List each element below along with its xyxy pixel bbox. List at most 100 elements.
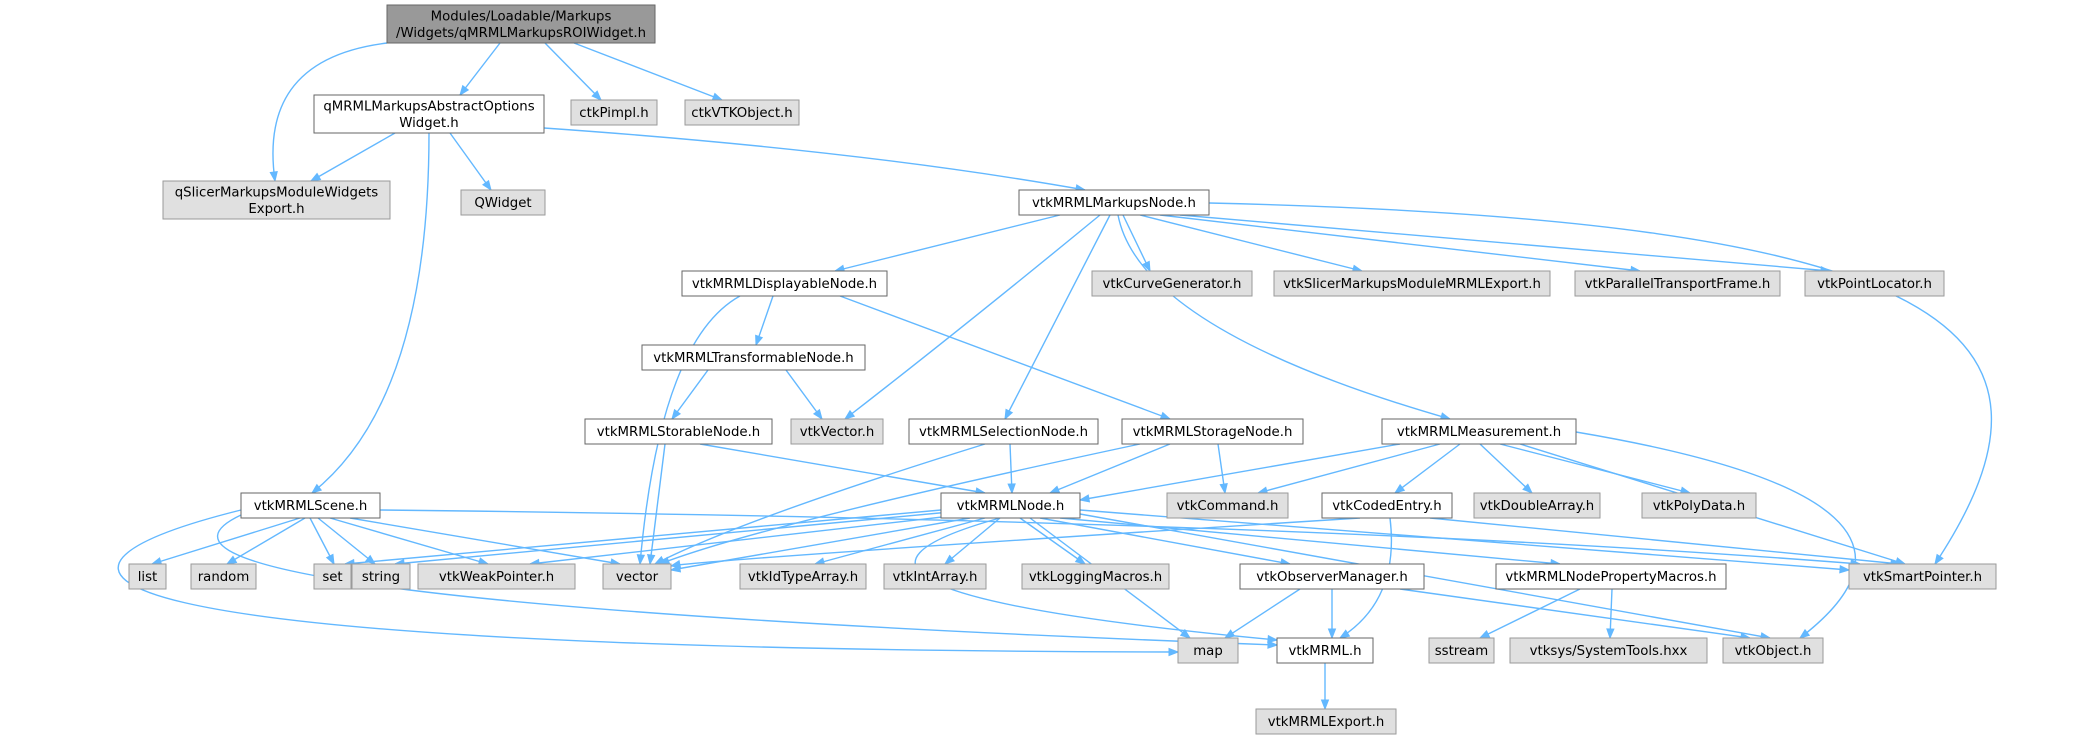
node-intArray: vtkIntArray.h: [883, 563, 987, 590]
edge-arrowhead: [1159, 411, 1172, 420]
edge-arrowhead: [1478, 630, 1491, 639]
node-box: [1018, 189, 1210, 216]
node-root[interactable]: Modules/Loadable/Markups/Widgets/qMRMLMa…: [386, 4, 656, 44]
edge-transformable-to-storable: [671, 369, 709, 421]
edge-propMacros-to-sstream: [1478, 588, 1581, 639]
node-curveGen: vtkCurveGenerator.h: [1091, 270, 1253, 297]
node-storable[interactable]: vtkMRMLStorableNode.h: [584, 418, 773, 445]
node-box: [883, 563, 987, 590]
edge-arrowhead: [325, 553, 335, 566]
node-label: vtkMRMLTransformableNode.h: [653, 351, 854, 366]
edge-arrowhead: [1393, 483, 1406, 494]
edge-arrowhead: [1267, 634, 1279, 644]
node-observer[interactable]: vtkObserverManager.h: [1239, 563, 1425, 590]
node-label: vtkMRMLMeasurement.h: [1397, 425, 1561, 440]
node-map: map: [1177, 637, 1239, 664]
node-mrmlExport: vtkMRMLExport.h: [1255, 708, 1397, 735]
node-label: list: [138, 570, 158, 585]
node-markupsNode[interactable]: vtkMRMLMarkupsNode.h: [1018, 189, 1210, 216]
node-mrmlNode[interactable]: vtkMRMLNode.h: [940, 492, 1081, 519]
edge-arrowhead: [1168, 647, 1180, 657]
edge-abstract-to-qSlicerExport: [309, 132, 396, 182]
node-displayable[interactable]: vtkMRMLDisplayableNode.h: [681, 270, 888, 297]
edge-arrowhead: [1934, 553, 1944, 566]
node-box: [351, 563, 411, 590]
node-box: [790, 418, 884, 445]
node-label: vtkCommand.h: [1177, 499, 1279, 514]
node-box: [1495, 563, 1727, 590]
edge-line: [834, 214, 1061, 272]
edge-abstract-to-scene: [310, 132, 430, 494]
node-storage[interactable]: vtkMRMLStorageNode.h: [1121, 418, 1304, 445]
node-label: ctkPimpl.h: [579, 106, 648, 121]
edge-scene-to-list: [150, 517, 301, 566]
edge-arrowhead: [1142, 260, 1151, 273]
node-label: sstream: [1435, 644, 1489, 659]
edges-layer: [117, 42, 1993, 711]
edge-mrmlNode-to-intArray: [943, 517, 1001, 565]
nodes-layer: Modules/Loadable/Markups/Widgets/qMRMLMa…: [128, 4, 1997, 735]
node-box: [1321, 492, 1453, 519]
edge-storage-to-vtkCommand: [1217, 443, 1228, 495]
edge-line: [1208, 202, 1993, 565]
node-label: vtkMRMLExport.h: [1268, 715, 1385, 730]
edge-line: [814, 517, 986, 565]
node-QWidget: QWidget: [460, 189, 546, 216]
edge-line: [1159, 214, 1641, 272]
node-parallel: vtkParallelTransportFrame.h: [1574, 270, 1781, 297]
edge-arrowhead: [1179, 628, 1192, 639]
node-scene[interactable]: vtkMRMLScene.h: [240, 492, 381, 519]
edge-arrowhead: [812, 408, 823, 421]
node-vector: vector: [602, 563, 672, 590]
node-box: [908, 418, 1099, 445]
node-box: [1091, 270, 1253, 297]
edge-line: [639, 295, 741, 565]
edge-arrowhead: [1074, 555, 1087, 565]
edge-line: [272, 42, 388, 182]
edge-observer-to-map: [1223, 588, 1301, 639]
edge-line: [216, 514, 1278, 646]
node-propMacros[interactable]: vtkMRMLNodePropertyMacros.h: [1495, 563, 1727, 590]
edge-abstract-to-markupsNode: [543, 127, 1087, 193]
edge-line: [944, 517, 1001, 565]
node-label: QWidget: [474, 196, 531, 211]
node-box: [1722, 637, 1824, 664]
edge-arrowhead: [591, 90, 602, 101]
edge-mrmlNode-to-idType: [813, 517, 986, 566]
node-vtkObject: vtkObject.h: [1722, 637, 1824, 664]
edge-abstract-to-QWidget: [449, 132, 492, 192]
node-box: [1509, 637, 1708, 664]
edge-line: [1049, 443, 1171, 494]
node-box: [1239, 563, 1425, 590]
node-measurement[interactable]: vtkMRMLMeasurement.h: [1381, 418, 1577, 445]
node-random: random: [190, 563, 257, 590]
node-label: /Widgets/qMRMLMarkupsROIWidget.h: [396, 26, 646, 41]
node-codedEntry[interactable]: vtkCodedEntry.h: [1321, 492, 1453, 519]
edge-scene-to-map: [117, 509, 1180, 657]
node-box: [240, 492, 381, 519]
node-label: random: [198, 570, 250, 585]
edge-line: [311, 132, 430, 494]
edge-markupsNode-to-displayable: [833, 214, 1061, 273]
edge-line: [151, 517, 301, 565]
node-box: [1121, 418, 1304, 445]
node-vtkMRML[interactable]: vtkMRML.h: [1276, 637, 1374, 664]
node-polyData: vtkPolyData.h: [1641, 492, 1757, 519]
node-selection[interactable]: vtkMRMLSelectionNode.h: [908, 418, 1099, 445]
edge-arrowhead: [671, 408, 682, 421]
edge-root-to-ctkVTKObject: [573, 42, 724, 101]
node-label: vtkObject.h: [1735, 644, 1812, 659]
edge-arrowhead: [269, 171, 278, 183]
node-pointLocator: vtkPointLocator.h: [1804, 270, 1945, 297]
node-transformable[interactable]: vtkMRMLTransformableNode.h: [641, 344, 866, 371]
edge-markupsNode-to-slicerMRMLExport: [1139, 214, 1364, 273]
edge-line: [670, 517, 971, 571]
node-box: [641, 344, 866, 371]
node-vtkVector: vtkVector.h: [790, 418, 884, 445]
node-ctkVTKObject: ctkVTKObject.h: [684, 99, 800, 126]
node-label: Modules/Loadable/Markups: [431, 9, 612, 24]
node-label: vtkLoggingMacros.h: [1029, 570, 1162, 585]
edge-line: [1039, 517, 1291, 565]
edge-vtkMRML-to-mrmlExport: [1320, 663, 1330, 711]
